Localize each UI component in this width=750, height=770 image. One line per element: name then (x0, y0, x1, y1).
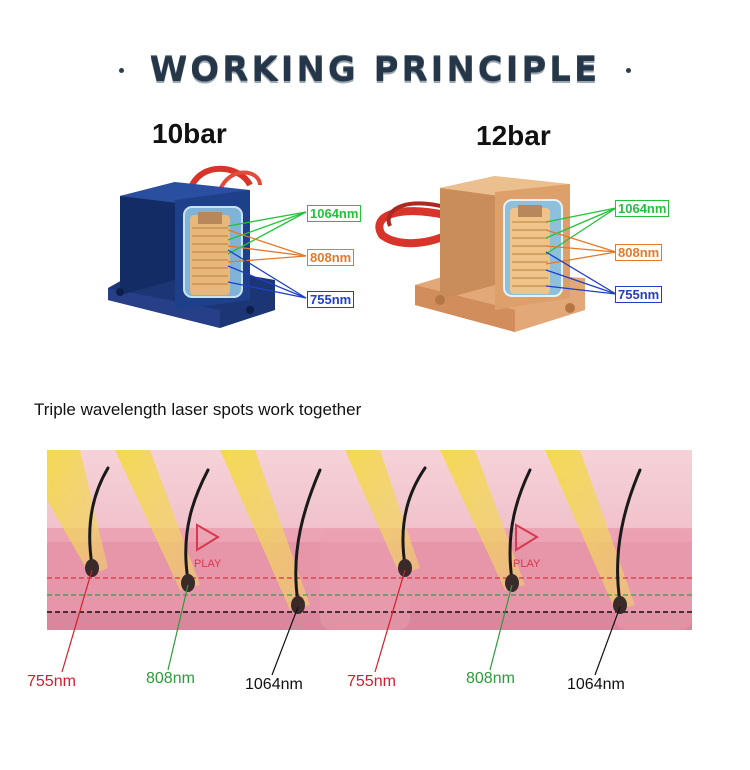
play-watermark-left: PLAY (194, 558, 222, 570)
section-header: WORKING PRINCIPLE (0, 40, 750, 100)
wavelength-leaders-12bar (545, 207, 617, 295)
wavelength-755-label-12bar: 755nm (615, 286, 663, 303)
bottom-label-808-2: 808nm (466, 670, 515, 687)
skin-diagram: PLAY PLAY (47, 450, 692, 676)
laser-module-10bar (108, 165, 275, 328)
bottom-label-1064-1: 1064nm (245, 676, 303, 693)
wavelength-808-label-12bar: 808nm (615, 244, 663, 261)
play-icon (196, 523, 539, 552)
wavelength-leaders-10bar (227, 211, 307, 299)
module-label-12bar: 12bar (476, 120, 551, 151)
bottom-label-755-1: 755nm (27, 673, 76, 690)
bottom-label-1064-2: 1064nm (567, 676, 625, 693)
page-title: WORKING PRINCIPLE (149, 50, 601, 90)
module-label-10bar: 10bar (152, 118, 227, 149)
header-dot-left (118, 67, 124, 73)
wavelength-1064-label-12bar: 1064nm (615, 200, 670, 217)
wavelength-808-label-10bar: 808nm (307, 249, 355, 266)
bottom-label-808-1: 808nm (146, 670, 195, 687)
bottom-label-755-2: 755nm (347, 673, 396, 690)
header-dot-right (626, 67, 632, 73)
laser-module-12bar (375, 176, 585, 332)
play-watermark-right: PLAY (513, 558, 541, 570)
wavelength-755-label-10bar: 755nm (307, 291, 355, 308)
diagram-subtitle: Triple wavelength laser spots work toget… (34, 400, 362, 419)
wavelength-1064-label-10bar: 1064nm (307, 205, 362, 222)
